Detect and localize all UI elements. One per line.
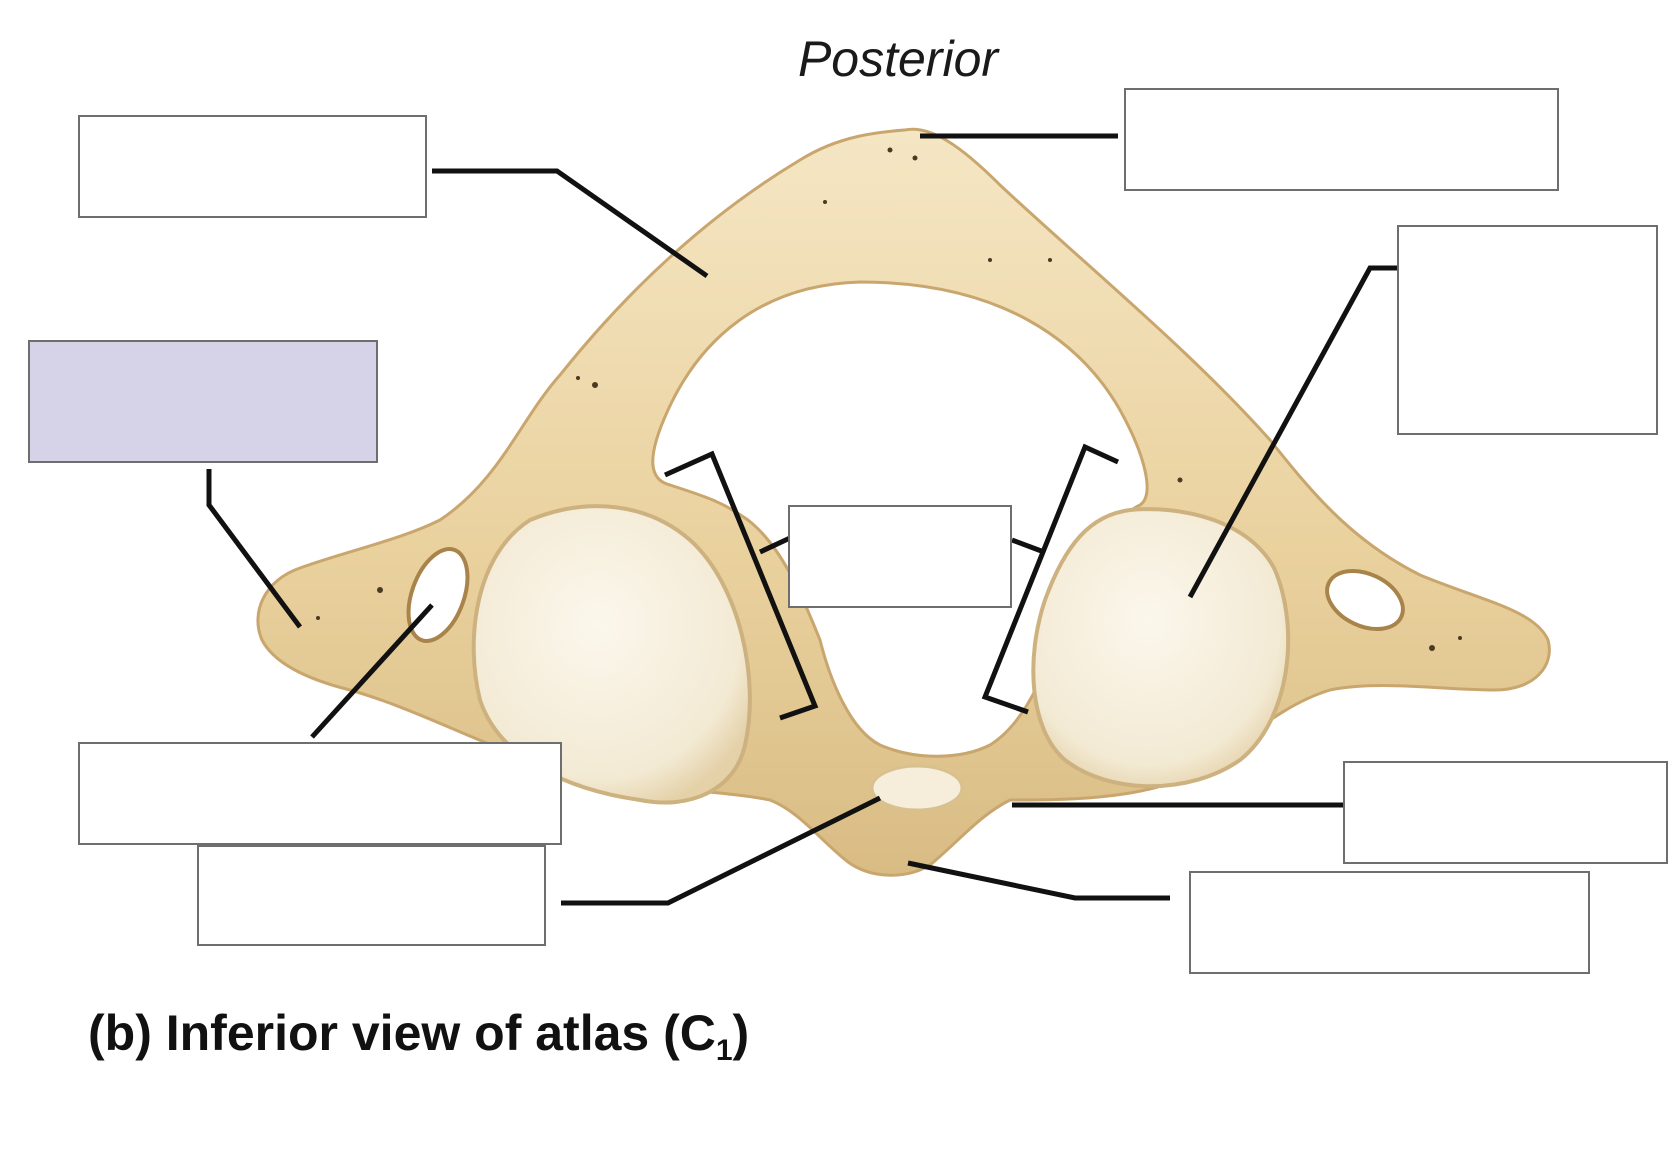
bracket-right-connector [1011,537,1045,555]
label-box-bottom-left-1[interactable] [78,742,562,845]
leader-line-transverse-process [206,469,303,629]
label-box-bottom-right-2[interactable] [1189,871,1590,974]
left-inferior-articular-facet [471,504,752,805]
leader-line-right-facet [1187,265,1397,599]
leader-line-facet-for-dens [561,795,882,906]
caption-prefix: (b) Inferior view of atlas (C [88,1005,716,1061]
label-box-top-left[interactable] [78,115,427,218]
label-box-bottom-right-1[interactable] [1343,761,1668,864]
label-box-top-right[interactable] [1124,88,1559,191]
caption-suffix: ) [732,1005,750,1061]
bone-texture-dots [316,147,1462,651]
label-box-right-upper[interactable] [1397,225,1658,435]
leader-line-transverse-foramen [310,603,434,739]
label-box-left-mid-highlighted[interactable] [28,340,378,463]
caption-subscript: 1 [715,1034,733,1067]
bracket-left-lateral-mass [663,450,819,721]
label-box-bottom-left-2[interactable] [197,845,546,946]
orientation-label-posterior: Posterior [797,31,999,87]
right-inferior-articular-facet [1031,507,1291,789]
leader-line-posterior-arch [432,168,709,279]
right-transverse-foramen [1325,568,1405,632]
leader-line-anterior-tubercle [907,860,1170,901]
facet-for-dens [870,764,964,812]
bracket-left-connector [758,535,792,555]
bracket-right-lateral-mass [981,443,1120,715]
label-box-center[interactable] [788,505,1012,608]
figure-caption: (b) Inferior view of atlas (C1) [88,1004,749,1068]
